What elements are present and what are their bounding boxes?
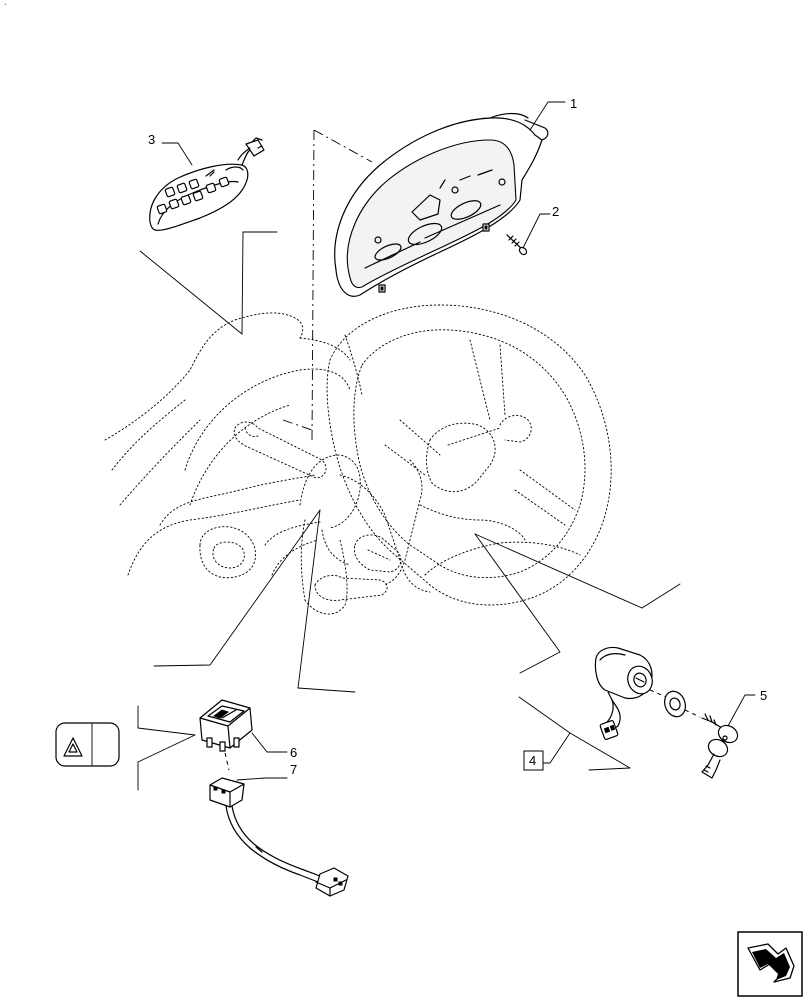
next-page-arrow-icon[interactable]	[737, 931, 803, 997]
assembly-center-lines	[282, 129, 373, 441]
switch-panel-module	[149, 137, 265, 231]
corner-mark: `	[4, 3, 7, 12]
callout-3: 3	[148, 132, 155, 147]
switch-connector-harness	[209, 777, 349, 897]
callout-7: 7	[290, 762, 297, 777]
callout-5: 5	[760, 688, 767, 703]
ignition-key-set	[701, 694, 756, 779]
warning-triangle-icon	[55, 722, 120, 767]
callout-4: 4	[529, 753, 536, 768]
callout-leaders	[522, 101, 566, 249]
ignition-switch-assembly	[518, 646, 701, 771]
callout-6: 6	[290, 745, 297, 760]
callout-4-box	[523, 750, 544, 771]
hazard-switch-bracket	[137, 705, 196, 791]
steering-console-phantom	[104, 304, 612, 615]
callout-1: 1	[570, 96, 577, 111]
callout-labels: 1 2 3 4 5 6 7	[148, 96, 767, 777]
callout-2: 2	[552, 204, 559, 219]
mounting-screw	[506, 234, 528, 256]
hazard-rocker-switch	[199, 699, 288, 771]
instrument-cluster	[334, 112, 549, 297]
leader-lines	[139, 231, 681, 693]
